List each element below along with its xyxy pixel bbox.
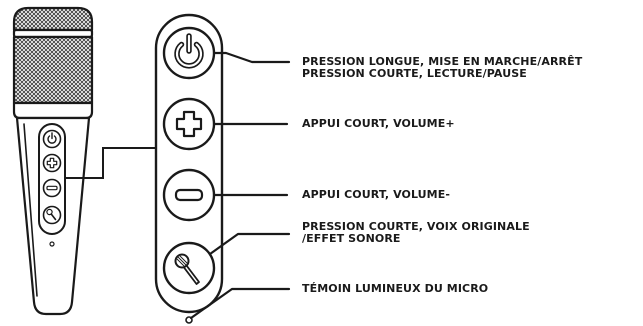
mini-power-button[interactable] [42,129,62,149]
mini-volume-up-button[interactable] [42,153,62,173]
minus-icon [174,188,204,202]
power-icon [174,33,204,69]
power-label-line1: PRESSION LONGUE, MISE EN MARCHE/ARRÊT [302,55,583,68]
volume-up-button[interactable] [162,97,216,151]
power-label-line2: PRESSION COURTE, LECTURE/PAUSE [302,67,527,80]
power-label: PRESSION LONGUE, MISE EN MARCHE/ARRÊT PR… [302,56,582,80]
microphone-grille [12,6,94,120]
zoomed-button-panel [154,13,224,324]
volume-down-label: APPUI COURT, VOLUME- [302,188,451,201]
zoom-connector-line [66,147,156,179]
mini-volume-down-button[interactable] [42,178,62,198]
microphone-illustration [12,6,94,316]
volume-up-label: APPUI COURT, VOLUME+ [302,117,455,130]
voice-label-line1: PRESSION COURTE, VOIX ORIGINALE [302,220,530,233]
handle-highlight [23,123,38,297]
panel-outline [154,13,224,314]
led-label: TÉMOIN LUMINEUX DU MICRO [302,282,489,295]
volume-down-button[interactable] [162,168,216,222]
mini-voice-button[interactable] [42,205,62,225]
callout-lines [189,51,291,320]
power-button[interactable] [162,26,216,80]
voice-callout-line [208,232,291,256]
microphone-icon [174,253,200,285]
power-callout-line [212,51,291,64]
mini-led-indicator [49,241,55,247]
led-callout-line [189,287,291,320]
voice-label-line2: /EFFET SONORE [302,232,401,245]
plus-icon [175,110,203,138]
voice-label: PRESSION COURTE, VOIX ORIGINALE /EFFET S… [302,221,530,245]
voice-effect-button[interactable] [162,241,216,295]
